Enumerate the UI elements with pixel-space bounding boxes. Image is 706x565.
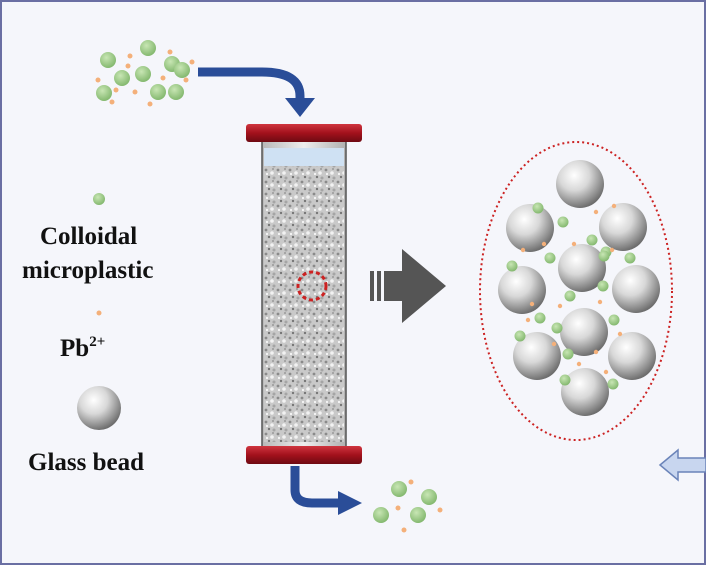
legend-label-pb: Pb2+ (60, 334, 106, 362)
inflow-particles (95, 40, 195, 107)
microplastic-particle (624, 252, 636, 264)
microplastic-particle (544, 252, 556, 264)
microplastic-particle (534, 312, 546, 324)
pb-ion (408, 479, 414, 485)
inflow-arrowhead (285, 98, 315, 117)
glass-bead (560, 308, 608, 356)
glass-bead (608, 332, 656, 380)
microplastic-particle (514, 330, 526, 342)
microplastic-particle (607, 378, 619, 390)
legend-label-colloidal: Colloidal (40, 223, 138, 250)
microplastic-particle (391, 481, 407, 497)
microplastic-particle (168, 84, 184, 100)
pb-ion (525, 317, 531, 323)
pb-ion (437, 507, 443, 513)
microplastic-particle (135, 66, 151, 82)
return-arrow (658, 448, 706, 482)
microplastic-particle (586, 234, 598, 246)
legend-microplastic-icon (93, 193, 105, 205)
microplastic-particle (96, 85, 112, 101)
pb-ion (557, 303, 563, 309)
legend-label-pb-base: Pb (60, 335, 90, 362)
pb-ion (617, 331, 623, 337)
column-bottom-cap (246, 446, 362, 464)
pb-ion (95, 77, 101, 83)
pb-ion (113, 87, 119, 93)
pb-ion (529, 301, 535, 307)
zoom-region-marker (296, 270, 328, 302)
pb-ion (520, 247, 526, 253)
pb-ion (611, 203, 617, 209)
pb-ion (147, 101, 153, 107)
microplastic-particle (562, 348, 574, 360)
microplastic-particle (559, 374, 571, 386)
glass-bead (599, 203, 647, 251)
glass-bead (498, 266, 546, 314)
glass-bead (506, 204, 554, 252)
pb-ion (576, 361, 582, 367)
microplastic-particle (506, 260, 518, 272)
pb-ion (571, 241, 577, 247)
pb-ion (593, 349, 599, 355)
outflow-particles (373, 479, 443, 533)
legend-pb-icon (96, 310, 102, 316)
legend-label-glass-bead: Glass bead (28, 449, 145, 476)
microplastic-particle (564, 290, 576, 302)
microplastic-particle (608, 314, 620, 326)
zoom-bead-packing (498, 160, 660, 416)
zoom-arrow (370, 249, 446, 323)
outflow-arrowhead (338, 491, 362, 515)
microplastic-particle (421, 489, 437, 505)
microplastic-particle (114, 70, 130, 86)
pb-ion (395, 505, 401, 511)
microplastic-particle (598, 250, 610, 262)
microplastic-particle (557, 216, 569, 228)
legend-label-pb-charge: 2+ (89, 334, 106, 350)
pb-ion (109, 99, 115, 105)
microplastic-particle (532, 202, 544, 214)
microplastic-particle (597, 280, 609, 292)
pb-ion (593, 209, 599, 215)
microplastic-particle (174, 62, 190, 78)
glass-bead (561, 368, 609, 416)
pb-ion (551, 341, 557, 347)
pb-ion (189, 59, 195, 65)
pb-ion (127, 53, 133, 59)
column-packing (264, 166, 344, 442)
microplastic-particle (410, 507, 426, 523)
column-top-cap (246, 124, 362, 142)
microplastic-particle (140, 40, 156, 56)
pb-ion (541, 241, 547, 247)
outflow-arrow (290, 466, 340, 508)
pb-ion (167, 49, 173, 55)
pb-ion (125, 63, 131, 69)
zoom-ellipse (479, 141, 673, 441)
glass-bead (513, 332, 561, 380)
legend-glass-bead-icon (77, 386, 121, 430)
packed-column (246, 124, 362, 464)
pb-ion (132, 89, 138, 95)
microplastic-particle (150, 84, 166, 100)
glass-bead (558, 244, 606, 292)
pb-ion (401, 527, 407, 533)
microplastic-particle (373, 507, 389, 523)
pb-ion (183, 77, 189, 83)
pb-ion (597, 299, 603, 305)
pb-ion (609, 247, 615, 253)
pb-ion (603, 369, 609, 375)
microplastic-particle (551, 322, 563, 334)
inflow-arrow (198, 67, 305, 100)
column-headspace (264, 148, 344, 166)
microplastic-particle (100, 52, 116, 68)
glass-bead (612, 265, 660, 313)
legend-label-microplastic: microplastic (22, 257, 154, 284)
pb-ion (160, 75, 166, 81)
glass-bead (556, 160, 604, 208)
